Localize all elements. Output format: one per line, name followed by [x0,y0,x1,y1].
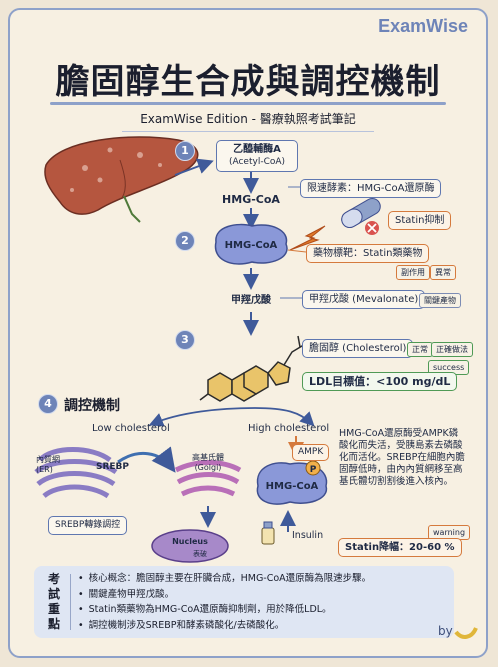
statin-inhibit-label: Statin抑制 [388,211,452,230]
rate-limiting-label: 限速酵素：HMG-CoA還原酶 [300,179,442,198]
key-points-divider [70,574,71,630]
nucleus-illustration [151,529,229,563]
srebp-label: SREBP [96,462,130,472]
high-cholesterol-label: High cholesterol [248,423,330,434]
key-point-item: Statin類藥物為HMG-CoA還原酶抑制劑，用於降低LDL。 [78,602,371,618]
er-golgi-arrow [117,446,176,473]
low-cholesterol-label: Low cholesterol [92,423,170,434]
drug-target-label: 藥物標靶：Statin類藥物 [306,244,430,263]
er-illustration [34,447,118,499]
acetyl-coa-box: 乙醯輔酶A (Acetyl-CoA) [216,140,298,172]
step-2-badge: 2 [175,231,195,251]
title-divider [50,102,446,105]
cholesterol-molecule [199,335,333,402]
banana-logo-icon [454,627,478,639]
step-1-badge: 1 [175,141,195,161]
key-product-tag: 關鍵產物 [419,293,461,308]
by-credit: by [438,624,453,638]
key-points-label: 考試重點 [47,572,60,631]
hmgcoa-text: HMG-CoA [222,193,280,206]
key-points-list: 核心概念：膽固醇主要在肝臟合成，HMG-CoA還原酶為限速步驟。 關鍵產物甲羥戊… [78,571,372,634]
golgi-illustration [174,460,242,497]
enzyme-blob [214,223,288,265]
golgi-label: 高基氏體 (Golgi) [192,453,224,472]
page-title: 膽固醇生合成與調控機制 [55,62,441,102]
acetyl-coa-en: (Acetyl-CoA) [228,157,286,167]
ampk-label: AMPK [292,444,330,461]
infographic-card: ExamWise 膽固醇生合成與調控機制 ExamWise Edition - … [8,8,488,658]
step-4-badge: 4 [38,394,58,414]
phosphate-label: P [310,465,317,475]
acetyl-coa-zh: 乙醯輔酶A [233,144,281,155]
correct-tag: 正確做法 [431,342,473,357]
key-point-item: 調控機制涉及SREBP和酵素磷酸化/去磷酸化。 [78,618,371,634]
key-point-item: 核心概念：膽固醇主要在肝臟合成，HMG-CoA還原酶為限速步驟。 [78,571,372,587]
er-label: 內質網 (ER) [36,455,60,474]
abnormal-tag: 異常 [430,265,456,280]
liver-arrow [174,158,214,176]
step-3-badge: 3 [175,330,195,350]
statin-pill-icon [341,198,381,228]
insulin-vial-icon [261,521,275,545]
srebp-transcription-box: SREBP轉錄調控 [48,516,128,535]
mevalonate-text: 甲羥戊酸 [231,293,272,306]
nucleus-sub-label: 表破 [193,549,207,558]
brand-logo: ExamWise [378,16,468,36]
side-effect-tag: 副作用 [396,265,430,280]
regulation-note: HMG-CoA還原酶受AMPK磷酸化而失活，受胰島素去磷酸化而活化。SREBP在… [339,428,465,487]
statin-drop-label: Statin降幅：20-60 % [338,538,462,557]
key-points-box: 考試重點 核心概念：膽固醇主要在肝臟合成，HMG-CoA還原酶為限速步驟。 關鍵… [34,566,454,638]
insulin-label: Insulin [292,530,324,541]
ldl-target-label: LDL目標值：<100 mg/dL [302,372,458,391]
regulation-title: 調控機制 [64,398,120,414]
page-subtitle: ExamWise Edition - 醫療執照考試筆記 [140,112,356,126]
key-point-item: 關鍵產物甲羥戊酸。 [78,587,371,603]
liver-illustration [44,136,199,223]
normal-tag: 正常 [407,342,433,357]
cholesterol-label: 膽固醇 (Cholesterol) [302,339,414,358]
mevalonate-label: 甲羥戊酸 (Mevalonate) [302,290,426,309]
inhibit-icon [365,221,379,235]
hmgcoa-reg-label: HMG-CoA [266,481,319,492]
phosphate-icon [305,460,321,476]
subtitle-divider [122,131,374,132]
enzyme-blob-label: HMG-CoA [225,240,278,251]
nucleus-label: Nucleus [172,537,208,546]
